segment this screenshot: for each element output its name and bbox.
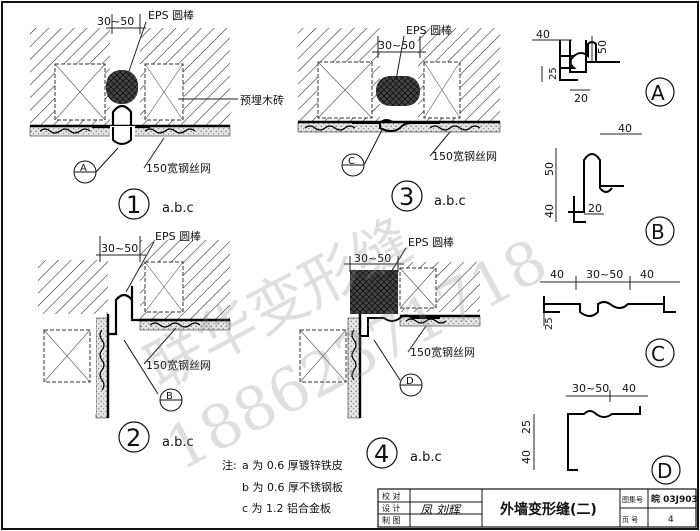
embedded-brick-label: 预埋木砖	[240, 93, 284, 107]
profile-a-d1: 40	[536, 28, 550, 41]
profile-d-d1: 30~50	[572, 382, 609, 395]
detail-2-abc: a.b.c	[162, 435, 194, 450]
tb-atlas-label: 图集号	[622, 495, 643, 504]
profile-a-d4: 20	[574, 92, 588, 105]
profile-c-letter: C	[651, 342, 665, 366]
eps-rod-label: EPS 圆棒	[148, 8, 194, 22]
eps-rod-label: EPS 圆棒	[408, 235, 454, 249]
profile-d-d2: 40	[622, 382, 636, 395]
dim-30-50: 30~50	[101, 242, 138, 255]
eps-rod	[376, 76, 420, 106]
profile-c-d3: 40	[640, 268, 654, 281]
detail-3-num: 3	[399, 183, 414, 211]
notes-prefix: 注:	[222, 458, 237, 472]
profile-b-d3: 40	[543, 204, 556, 218]
detail-4-ref: D	[406, 376, 414, 387]
note-c: c 为 1.2 铝合金板	[242, 501, 331, 515]
mesh-label: 150宽钢丝网	[432, 149, 497, 163]
detail-2-num: 2	[126, 424, 141, 452]
detail-4-num: 4	[374, 440, 389, 468]
profile-c-d2: 30~50	[586, 268, 623, 281]
metal-cover-profile	[352, 119, 440, 132]
profile-a-letter: A	[651, 81, 665, 105]
profile-a: 40 50 25 20 A	[532, 28, 675, 107]
tb-page-value: 4	[668, 515, 674, 525]
steel-mesh	[39, 128, 196, 134]
dim-30-50: 30~50	[378, 39, 415, 52]
detail-3: 30~50 EPS 圆棒 150宽钢丝网 C 3 a.b.c	[297, 23, 501, 212]
detail-2: 30~50 EPS 圆棒 150宽钢丝网 B 2 a.b.c	[38, 229, 231, 453]
eps-block	[350, 270, 398, 314]
tb-title: 外墙变形缝(二)	[500, 501, 597, 518]
eps-rod	[106, 70, 138, 104]
detail-2-ref: B	[166, 391, 173, 402]
wall-left-upper	[38, 260, 108, 314]
detail-1-num: 1	[126, 191, 141, 219]
tb-row-design: 设 计	[382, 503, 401, 513]
tb-page-label: 页 号	[622, 516, 638, 524]
notes: 注: a 为 0.6 厚镀锌铁皮 b 为 0.6 厚不锈钢板 c 为 1.2 铝…	[222, 458, 343, 515]
detail-3-abc: a.b.c	[434, 194, 466, 209]
profile-d-d3: 25	[520, 420, 533, 434]
metal-cover-profile	[108, 286, 160, 336]
tb-signature: 凤 刘辉	[420, 503, 462, 517]
detail-1-ref: A	[80, 163, 87, 174]
plaster-left	[95, 317, 109, 419]
dim-30-50: 30~50	[354, 252, 391, 265]
detail-4-abc: a.b.c	[410, 450, 442, 465]
tb-row-check: 校 对	[382, 491, 401, 501]
mesh-label: 150宽钢丝网	[146, 358, 211, 372]
profile-c: 40 30~50 40 25 C	[540, 268, 680, 368]
dim-30-50: 30~50	[97, 15, 134, 28]
detail-1-abc: a.b.c	[162, 201, 194, 216]
profile-d: 30~50 40 25 40 D	[520, 382, 681, 485]
eps-rod-label: EPS 圆棒	[155, 229, 201, 243]
tb-row-draw: 制 图	[382, 515, 401, 525]
profile-d-d4: 40	[520, 450, 533, 464]
detail-4: 30~50 EPS 圆棒 150宽钢丝网 D 4 a.b.c	[299, 235, 481, 469]
mesh-label: 150宽钢丝网	[410, 345, 475, 359]
metal-cover-profile	[92, 104, 150, 129]
detail-1: 30~50 EPS 圆棒 预埋木砖 150宽钢丝网 A 1 a.b.c	[29, 8, 284, 220]
title-block: 校 对 设 计 制 图 凤 刘辉 外墙变形缝(二) 图集号 皖 03J903 页…	[377, 488, 698, 528]
profile-b-letter: B	[651, 220, 665, 244]
detail-3-ref: C	[348, 156, 355, 167]
note-b: b 为 0.6 厚不锈钢板	[242, 480, 343, 494]
profile-c-d4: 25	[544, 317, 555, 330]
mesh-label: 150宽钢丝网	[146, 161, 211, 175]
profile-b-d1: 40	[618, 122, 632, 135]
profile-b: 40 50 40 20 B	[543, 122, 675, 246]
profile-c-d1: 40	[550, 268, 564, 281]
note-a: a 为 0.6 厚镀锌铁皮	[242, 458, 343, 472]
profile-b-d4: 20	[588, 202, 602, 215]
tb-atlas-value: 皖 03J903	[651, 493, 698, 505]
eps-rod-label: EPS 圆棒	[406, 23, 452, 37]
profile-a-d3: 25	[548, 67, 559, 80]
profile-a-d2: 50	[596, 40, 609, 54]
metal-cover-profile	[360, 314, 440, 337]
profile-d-letter: D	[657, 459, 672, 483]
profile-b-d2: 50	[543, 162, 556, 176]
